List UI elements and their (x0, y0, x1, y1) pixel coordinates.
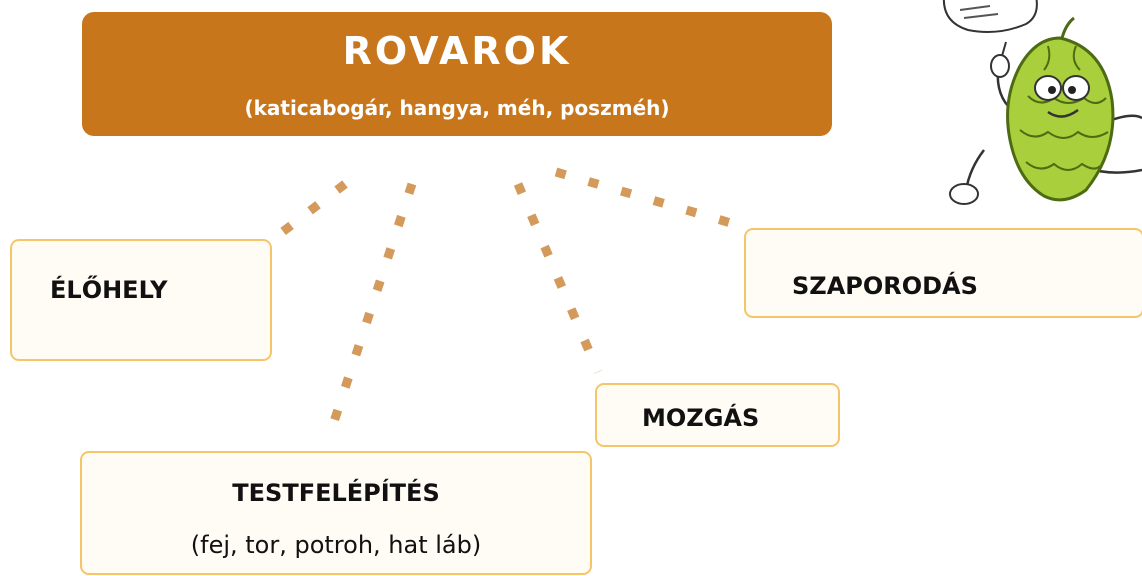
title-box: ROVAROK (katicabogár, hangya, méh, poszm… (82, 12, 832, 136)
diagram-title: ROVAROK (342, 29, 572, 73)
node-testfelepites-label: TESTFELÉPÍTÉS (232, 479, 440, 507)
node-testfelepites-description: (fej, tor, potroh, hat láb) (190, 531, 482, 559)
connector-testfelepites (323, 182, 417, 442)
node-elohely-label: ÉLŐHELY (50, 276, 168, 304)
node-mozgas: MOZGÁS (595, 383, 840, 447)
connector-elohely (269, 180, 348, 244)
node-elohely: ÉLŐHELY (10, 239, 272, 361)
connector-mozgas (513, 182, 603, 374)
hop-cone-character-icon (942, 0, 1142, 205)
node-mozgas-label: MOZGÁS (642, 404, 760, 432)
node-szaporodas: SZAPORODÁS (744, 228, 1142, 318)
diagram-subtitle: (katicabogár, hangya, méh, poszméh) (244, 96, 670, 120)
connector-szaporodas (554, 167, 750, 233)
node-testfelepites: TESTFELÉPÍTÉS (fej, tor, potroh, hat láb… (80, 451, 592, 575)
node-szaporodas-label: SZAPORODÁS (792, 272, 978, 300)
